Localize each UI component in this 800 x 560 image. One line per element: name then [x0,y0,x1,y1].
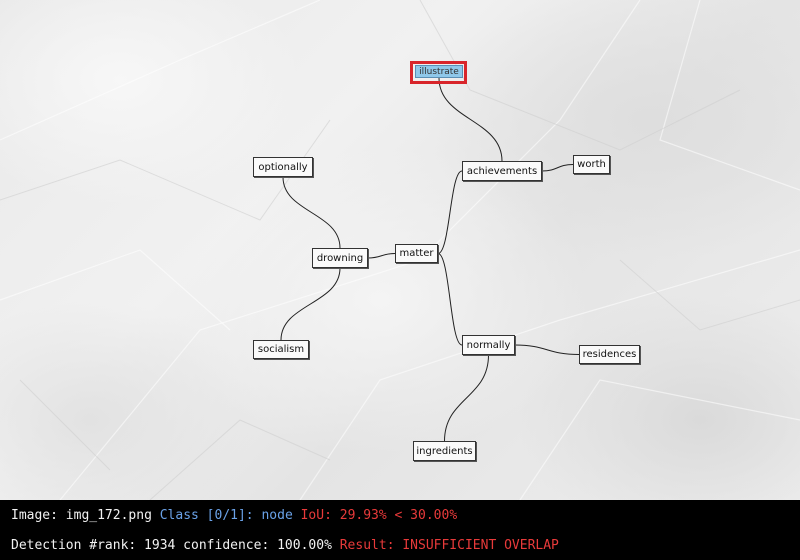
edge-normally-ingredients [444,354,489,442]
edge-normally-residences [514,344,580,355]
node-optionally[interactable]: optionally [253,157,313,177]
node-residences[interactable]: residences [579,345,640,364]
edge-achievements-worth [541,164,574,172]
result-text: Result: INSUFFICIENT OVERLAP [339,538,559,553]
node-ingredients[interactable]: ingredients [413,441,476,461]
edge-matter-drowning [367,253,396,259]
detection-text: Detection #rank: 1934 confidence: 100.00… [11,538,332,553]
node-socialism[interactable]: socialism [253,340,309,359]
edge-achievements-matter [437,170,463,254]
edge-matter-normally [437,253,463,346]
status-line-2: Detection #rank: 1934 confidence: 100.00… [11,538,559,553]
node-matter[interactable]: matter [395,244,438,263]
iou-text: IoU: 29.93% < 30.00% [300,508,458,523]
node-worth[interactable]: worth [573,155,610,174]
detection-status-bar: Image: img_172.png Class [0/1]: node IoU… [0,500,800,560]
predicted-bounding-box [410,61,467,84]
edge-drowning-optionally [282,176,341,249]
node-illustrate[interactable]: illustrate [415,65,463,78]
status-line-1: Image: img_172.png Class [0/1]: node IoU… [11,508,457,523]
edge-drowning-socialism [280,267,341,341]
class-label: Class [0/1]: node [159,508,293,523]
edge-illustrate-achievements [438,77,503,162]
node-drowning[interactable]: drowning [312,248,368,268]
image-name: img_172.png [65,508,152,523]
node-normally[interactable]: normally [462,335,515,355]
node-achievements[interactable]: achievements [462,161,542,181]
edge-layer [280,77,580,442]
image-label: Image: [11,508,58,523]
diagram-canvas: illustrate achievements worth optionally… [0,0,800,500]
